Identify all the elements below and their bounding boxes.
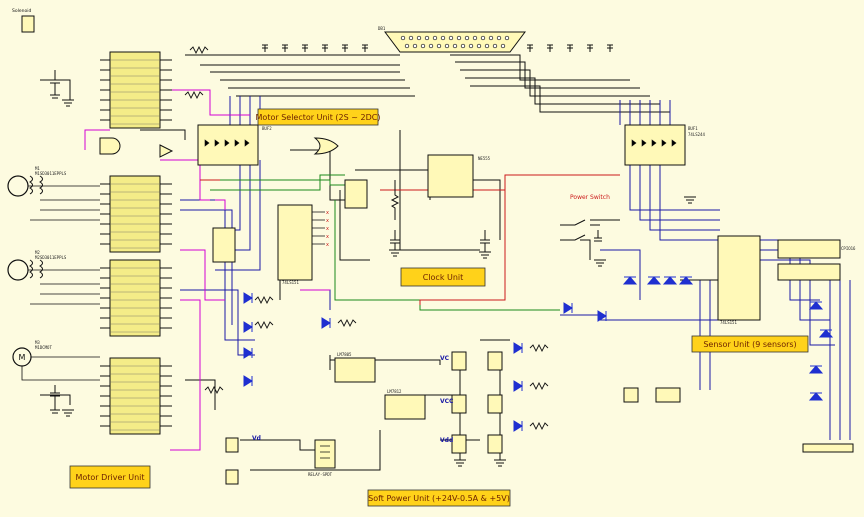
buffer-1-name: BUF2 [262,126,272,131]
buffer-chip-2: BUF1 74LS244 [624,124,705,166]
motor-selector-unit-label: Motor Selector Unit (2S ~ 2DC) [256,113,381,122]
buffer-chip-1: BUF2 [197,124,272,166]
relay-part: RELAY-SPDT [308,472,333,477]
mux-chip-main: x x x x x 74LS151 [277,204,329,285]
svg-text:x: x [326,234,329,240]
svg-text:x: x [326,210,329,216]
input-connectors [225,437,239,485]
svg-text:x: x [326,242,329,248]
mux-chip-small-1 [212,227,236,263]
mux-main-part: 74LS151 [282,280,299,285]
rail-vd: Vd [252,435,261,442]
motor-m2-part: M2SD3011EPPLS [35,255,67,260]
svg-text:x: x [326,218,329,224]
rail-vc: VC [440,355,450,362]
relay: RELAY-SPDT [308,439,336,477]
rail-vdd: Vdd [440,437,453,444]
unit-box-sensor: Sensor Unit (9 sensors) [691,335,809,353]
regulator-1-part: LM7805 [337,352,352,357]
or-gate-1 [313,137,339,155]
clock-unit-label: Clock Unit [423,273,464,282]
motor-driver-unit-label: Motor Driver Unit [75,473,144,482]
motor-m3-label: M3 [35,340,40,345]
power-headers [451,351,503,454]
solenoid-connector: Solenoid [12,8,35,33]
buffer-2-part: 74LS244 [688,132,705,137]
clock-chip: NE555 [427,154,491,198]
driver-chip-2 [109,175,161,253]
motor-m3: M M3 M1DCMOT [12,340,100,381]
regulator-2: LM7812 [384,389,426,420]
motor-m3-symbol: M [19,353,26,362]
wire-green [210,174,560,311]
driver-chip-3 [109,259,161,337]
sensor-chip-part: 74LS151 [720,320,737,325]
dsub-label: DB1 [378,26,386,31]
regulator-1: LM7805 [334,352,376,383]
driver-chip-1 [109,51,161,129]
wire-bus-top [185,54,670,113]
motor-m2-label: M2 [35,250,40,255]
power-switch-group [560,219,602,242]
gpio-connector: CPIO16 [777,239,856,281]
driver-chip-4 [109,357,161,435]
motor-m1-part: M1SD3011EPPLS [35,171,67,176]
resistors [184,45,549,431]
unit-box-motor-driver: Motor Driver Unit [69,465,151,489]
motor-m1: M1 M1SD3011EPPLS [7,166,100,221]
unit-box-motor-selector: Motor Selector Unit (2S ~ 2DC) [256,108,381,126]
unit-box-soft-power: Soft Power Unit (+24V-0.5A & +5V) [367,489,511,507]
motor-m2: M2 M2SD3011EPPLS [7,250,100,305]
motor-m3-part: M1DCMOT [35,345,52,350]
clock-timing-components [390,180,490,252]
sensor-header-bottom [802,443,854,453]
rail-vcc: VCC [440,398,454,405]
mux-chip-small-2 [344,179,368,209]
regulator-2-part: LM7812 [387,389,402,394]
ground-symbols [62,99,696,467]
gpio-connector-part: CPIO16 [841,246,856,251]
buffer-2-name: BUF1 [688,126,698,131]
driver-pin-stubs [100,59,172,427]
motor-m1-label: M1 [35,166,40,171]
and-gate-1 [99,137,121,155]
solenoid-label: Solenoid [12,8,31,14]
sensor-header-2 [655,387,681,403]
sensor-unit-label: Sensor Unit (9 sensors) [703,340,796,349]
soft-power-unit-label: Soft Power Unit (+24V-0.5A & +5V) [368,494,510,503]
buffer-gate-1 [159,144,174,158]
capacitor-row-right [527,44,613,52]
cap-driver-4 [50,385,60,414]
sensor-header-1 [623,387,639,403]
led-array [243,276,834,432]
power-switch-label: Power Switch [570,194,610,201]
clock-chip-part: NE555 [478,156,491,161]
sensor-chip: 74LS151 [717,235,761,325]
cap-driver-1 [50,70,60,99]
unit-box-clock: Clock Unit [400,267,486,287]
capacitor-row-left [262,44,368,52]
svg-text:x: x [326,226,329,232]
rail-labels: Vd VC VCC Vdd [252,355,454,444]
dsub-connector: DB1 [378,26,526,53]
